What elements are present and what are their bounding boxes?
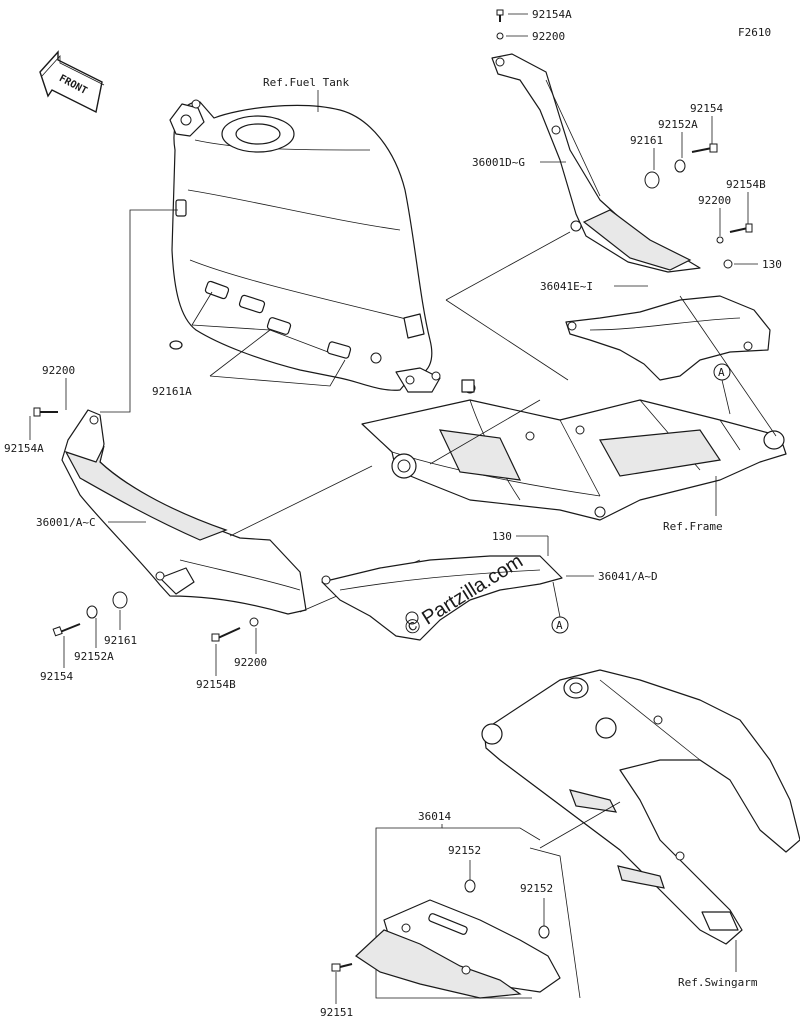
grommet-92161-right: [644, 171, 660, 189]
grommet-92161-left: [112, 591, 128, 609]
inner-cover-right: [565, 295, 771, 381]
callout-92200-top: 92200: [532, 30, 565, 43]
washer-92200-top: [496, 32, 504, 40]
collar-92152-a: [464, 879, 476, 893]
bolt-92154-right: [691, 143, 718, 153]
callout-92154-right: 92154: [690, 102, 723, 115]
svg-text:A: A: [556, 619, 563, 632]
figure-code: F2610: [738, 26, 771, 39]
callout-92161A: 92161A: [152, 385, 192, 398]
callout-92152-a: 92152: [448, 844, 481, 857]
grommet-92161A: [169, 340, 183, 350]
bolt-92154B-right: [729, 223, 753, 233]
svg-text:A: A: [718, 366, 725, 379]
callout-36014: 36014: [418, 810, 451, 823]
front-arrow-icon: FRONT: [39, 50, 105, 114]
bolt-92154-left: [52, 623, 81, 637]
ref-swingarm-label: Ref.Swingarm: [678, 976, 758, 989]
side-cover-left: [61, 409, 307, 615]
callout-92154B-right: 92154B: [726, 178, 766, 191]
callout-130-mid: 130: [492, 530, 512, 543]
callout-92161-left: 92161: [104, 634, 137, 647]
bolt-92154A-top: [496, 9, 504, 22]
marker-a-top: A: [713, 363, 731, 381]
callout-92152A-left: 92152A: [74, 650, 114, 663]
callout-92161-right: 92161: [630, 134, 663, 147]
collar-92152A-left: [86, 605, 98, 619]
swingarm: [481, 669, 800, 945]
side-cover-right: [491, 53, 701, 273]
inner-cover-left: [321, 555, 563, 641]
clip-130-right: [723, 259, 733, 269]
bolt-92151: [331, 963, 353, 972]
marker-a-bottom: A: [551, 616, 569, 634]
ref-frame-label: Ref.Frame: [663, 520, 723, 533]
callout-36001D-G: 36001D~G: [472, 156, 525, 169]
callout-92154B-bottom: 92154B: [196, 678, 236, 691]
callout-92200-bottom: 92200: [234, 656, 267, 669]
callout-92152A-right: 92152A: [658, 118, 698, 131]
callout-92154A-left: 92154A: [4, 442, 44, 455]
bolt-92154B-bottom: [211, 627, 241, 642]
callout-92200-right: 92200: [698, 194, 731, 207]
callout-92200-left: 92200: [42, 364, 75, 377]
ref-fuel-tank-label: Ref.Fuel Tank: [263, 76, 349, 89]
callout-36041-A-D: 36041/A~D: [598, 570, 658, 583]
callout-36041E-I: 36041E~I: [540, 280, 593, 293]
fuel-tank: [169, 99, 441, 393]
bolt-92154A-left: [33, 407, 58, 417]
callout-36001-A-C: 36001/A~C: [36, 516, 96, 529]
callout-92151: 92151: [320, 1006, 353, 1019]
washer-92200-right: [716, 236, 724, 244]
callout-130-right: 130: [762, 258, 782, 271]
collar-92152-b: [538, 925, 550, 939]
collar-92152A-right: [674, 159, 686, 173]
frame: [361, 379, 787, 521]
callout-92154-left: 92154: [40, 670, 73, 683]
callout-92154A-top: 92154A: [532, 8, 572, 21]
washer-92200-bottom: [249, 617, 259, 627]
chain-guard: [355, 899, 561, 999]
callout-92152-b: 92152: [520, 882, 553, 895]
